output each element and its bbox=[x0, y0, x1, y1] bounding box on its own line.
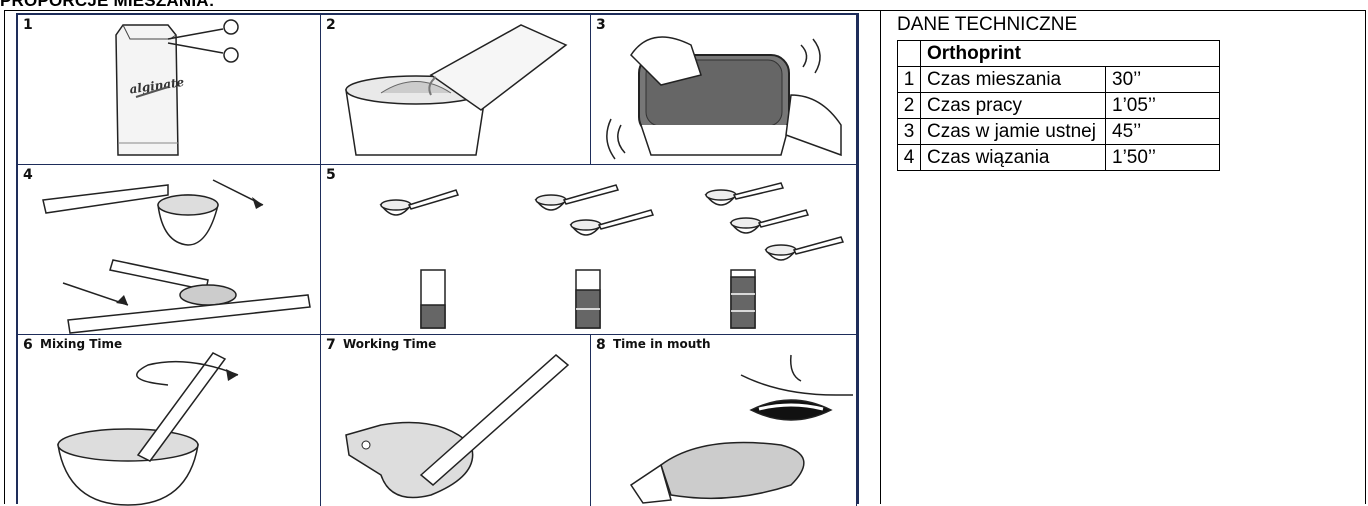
step-number: 1 bbox=[23, 17, 33, 33]
table-row: 1 Czas mieszania 30’’ bbox=[898, 67, 1220, 93]
step-number: 3 bbox=[596, 17, 606, 33]
instruction-illustration-grid: alginate 1 2 bbox=[16, 13, 859, 504]
step-caption: Mixing Time bbox=[40, 337, 122, 351]
level-scoop-illustration bbox=[18, 165, 321, 335]
technical-data-table: Orthoprint 1 Czas mieszania 30’’ 2 Czas … bbox=[897, 40, 1220, 171]
step-caption: Time in mouth bbox=[613, 337, 711, 351]
step-6-panel: 6 Mixing Time bbox=[18, 335, 321, 506]
shake-container-illustration bbox=[591, 15, 857, 165]
step-8-panel: 8 Time in mouth bbox=[591, 335, 857, 506]
step-1-panel: alginate 1 bbox=[18, 15, 321, 165]
step-number: 2 bbox=[326, 17, 336, 33]
step-number: 7 bbox=[326, 337, 336, 353]
table-header-row: Orthoprint bbox=[898, 41, 1220, 67]
spec-title: DANE TECHNICZNE bbox=[897, 14, 1077, 36]
step-7-panel: 7 Working Time bbox=[321, 335, 591, 506]
table-row: 3 Czas w jamie ustnej 45’’ bbox=[898, 119, 1220, 145]
pour-powder-illustration bbox=[321, 15, 591, 165]
table-row: 4 Czas wiązania 1’50’’ bbox=[898, 145, 1220, 171]
tray-in-mouth-illustration bbox=[591, 335, 857, 506]
table-row: 2 Czas pracy 1’05’’ bbox=[898, 93, 1220, 119]
step-number: 6 bbox=[23, 337, 33, 353]
measure-proportions-illustration bbox=[321, 165, 857, 335]
step-caption: Working Time bbox=[343, 337, 436, 351]
step-4-panel: 4 bbox=[18, 165, 321, 335]
mixing-bowl-illustration bbox=[18, 335, 321, 506]
step-3-panel: 3 bbox=[591, 15, 857, 165]
alginate-bag-scissors-illustration: alginate bbox=[18, 15, 321, 165]
step-2-panel: 2 bbox=[321, 15, 591, 165]
step-5-panel: 5 bbox=[321, 165, 857, 335]
column-divider bbox=[880, 10, 881, 504]
product-name: Orthoprint bbox=[921, 41, 1220, 67]
load-tray-illustration bbox=[321, 335, 591, 506]
step-number: 4 bbox=[23, 167, 33, 183]
step-number: 5 bbox=[326, 167, 336, 183]
step-number: 8 bbox=[596, 337, 606, 353]
